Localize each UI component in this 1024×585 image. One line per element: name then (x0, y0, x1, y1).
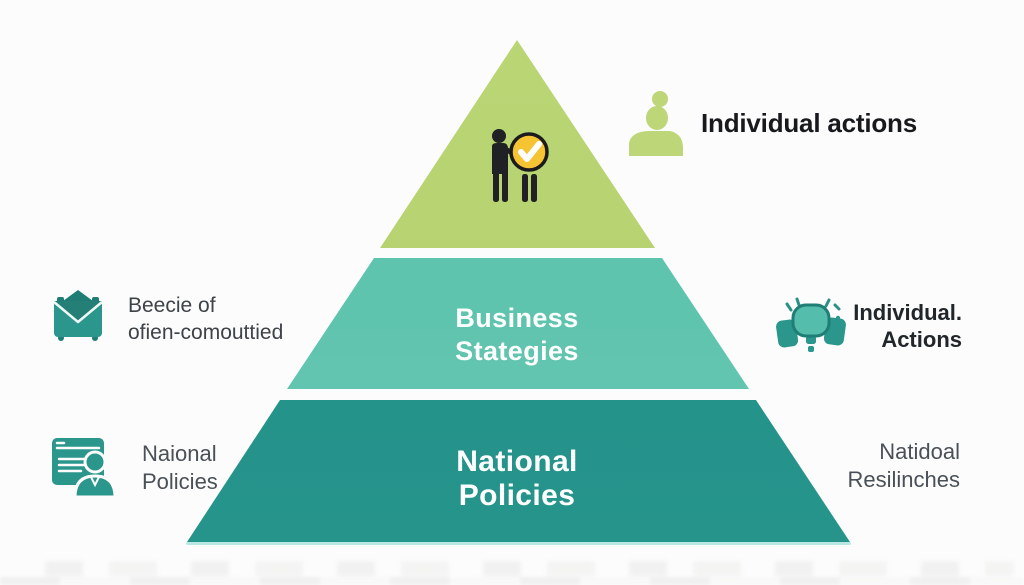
bottom-artifact-band (45, 561, 1014, 576)
document-person-icon (52, 438, 117, 497)
middle-tier-label: Business Stategies (10, 302, 1024, 368)
annotation-bottom-left-label: Naional Policies (142, 434, 218, 496)
annotation-middle-right-line1: Individual. (853, 300, 962, 325)
bottom-tier-label-line1: National (456, 445, 578, 478)
annotation-bottom-left-line2: Policies (142, 469, 218, 494)
annotation-bottom-left-line1: Naional (142, 441, 217, 466)
annotation-individual-actions-label: Individual actions (701, 107, 917, 138)
pyramid-base-edge (186, 542, 851, 545)
collaboration-icon (776, 297, 846, 352)
bottom-tier-label: National Policies (10, 445, 1024, 513)
annotation-middle-left-line2: ofien-comouttied (128, 321, 284, 344)
middle-tier-label-line1: Business (455, 303, 579, 333)
annotation-middle-left-label: Beecie of ofien-comouttied (128, 288, 283, 346)
people-with-check-badge-icon (492, 129, 549, 202)
bottom-edge-artifact-band (0, 577, 1024, 585)
annotation-middle-left-line1: Beecie of (128, 294, 216, 317)
annotation-individual-actions: Individual actions (627, 90, 917, 156)
annotation-bottom-right: Natidoal Resilinches (848, 438, 961, 494)
bottom-tier-label-line2: Policies (458, 479, 576, 512)
annotation-bottom-right-line1: Natidoal (879, 439, 960, 464)
annotation-bottom-right-line2: Resilinches (847, 467, 961, 492)
annotation-middle-right-line2: Actions (881, 327, 962, 352)
annotation-bottom-left: Naional Policies (50, 434, 218, 497)
annotation-middle-right: Individual. Actions (853, 299, 962, 353)
middle-tier-label-line2: Stategies (455, 336, 579, 366)
person-icon (629, 91, 683, 156)
envelope-icon (53, 290, 103, 341)
annotation-middle-left: Beecie of ofien-comouttied (50, 288, 283, 346)
